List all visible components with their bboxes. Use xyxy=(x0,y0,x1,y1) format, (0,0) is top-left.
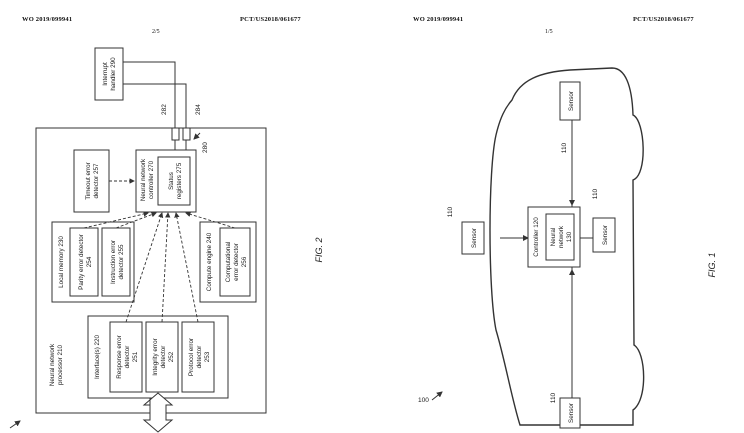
ref-282: 282 xyxy=(161,104,168,115)
ref-284: 284 xyxy=(195,104,202,115)
svg-text:256: 256 xyxy=(241,256,248,267)
svg-text:Parity error detector: Parity error detector xyxy=(78,234,85,290)
svg-text:Timeout error: Timeout error xyxy=(85,162,92,200)
controller-label: Controller 120 xyxy=(533,217,540,257)
compute-engine-label: Compute engine 240 xyxy=(206,232,213,291)
ref-110-top: 110 xyxy=(561,142,568,153)
computational-detector-label: Computational error detector 256 xyxy=(225,242,248,283)
ref-100: 100 xyxy=(418,397,429,404)
svg-text:Protocol error: Protocol error xyxy=(188,338,195,376)
svg-text:detector 255: detector 255 xyxy=(118,244,125,280)
instruction-detector-box xyxy=(101,227,131,297)
response-detector-label: Response error detector 251 xyxy=(116,335,139,378)
svg-text:handler 290: handler 290 xyxy=(110,57,117,91)
status-registers-box xyxy=(157,156,191,206)
svg-text:253: 253 xyxy=(204,351,211,362)
fig1-label: FIG. 1 xyxy=(707,252,717,277)
ref-110-right: 110 xyxy=(592,188,599,199)
svg-text:Computational: Computational xyxy=(225,242,232,283)
sensor-bottom: Sensor xyxy=(559,397,581,429)
wire-284 xyxy=(123,83,187,128)
bus-double-arrow-icon xyxy=(142,392,174,433)
ref-280: 280 xyxy=(202,142,209,153)
svg-text:Sensor: Sensor xyxy=(602,225,609,245)
svg-text:Integrity error: Integrity error xyxy=(152,338,159,375)
left-app-number: PCT/US2018/061677 xyxy=(240,16,301,23)
svg-text:251: 251 xyxy=(132,351,139,362)
sensor-top: Sensor xyxy=(559,81,581,121)
svg-text:Sensor: Sensor xyxy=(471,228,478,248)
svg-text:Response error: Response error xyxy=(116,335,123,378)
left-pub-number: WO 2019/099941 xyxy=(22,16,73,23)
svg-text:Interrupt: Interrupt xyxy=(102,62,109,86)
svg-text:Neural: Neural xyxy=(550,228,557,247)
right-sheet-number: 1/5 xyxy=(545,29,553,35)
sensor-left: Sensor xyxy=(461,221,485,255)
integrity-detector-label: Integrity error detector 252 xyxy=(152,338,175,375)
svg-text:controller 270: controller 270 xyxy=(148,160,155,199)
svg-text:130: 130 xyxy=(566,231,573,242)
svg-text:detector: detector xyxy=(124,346,131,369)
parity-detector-label: Parity error detector 254 xyxy=(78,234,93,290)
ref-110-left: 110 xyxy=(447,206,454,217)
svg-text:processor 210: processor 210 xyxy=(57,345,64,385)
svg-text:254: 254 xyxy=(86,256,93,267)
wire-282 xyxy=(123,61,176,128)
svg-text:error detector: error detector xyxy=(233,243,240,281)
computational-detector-box xyxy=(219,227,251,297)
svg-text:detector 257: detector 257 xyxy=(93,163,100,199)
neural-network-label: Neural network 130 xyxy=(550,225,573,248)
timeout-detector-box xyxy=(73,149,110,213)
svg-text:Status: Status xyxy=(168,172,175,190)
left-sheet-number: 2/5 xyxy=(152,29,160,35)
interfaces-label: Interface(s) 220 xyxy=(94,334,101,379)
protocol-detector-label: Protocol error detector 253 xyxy=(188,338,211,376)
protocol-detector-box xyxy=(181,321,215,393)
pin-284 xyxy=(182,127,191,141)
vehicle-outline xyxy=(489,67,645,426)
neural-network-box xyxy=(545,213,575,261)
svg-text:Sensor: Sensor xyxy=(568,91,575,111)
interrupt-handler-box xyxy=(94,47,124,101)
right-app-number: PCT/US2018/061677 xyxy=(633,16,694,23)
local-memory-label: Local memory 230 xyxy=(58,236,65,288)
timeout-detector-label: Timeout error detector 257 xyxy=(85,162,100,200)
status-registers-label: Status registers 275 xyxy=(168,162,183,199)
svg-text:Sensor: Sensor xyxy=(568,403,575,423)
nn-processor-label: Neural network processor 210 xyxy=(49,343,64,386)
svg-text:network: network xyxy=(558,225,565,248)
instruction-detector-label: Instruction error detector 255 xyxy=(110,240,125,284)
svg-text:Neural network: Neural network xyxy=(140,158,147,201)
svg-text:detector: detector xyxy=(196,346,203,369)
ref-110-bottom: 110 xyxy=(550,392,557,403)
nn-controller-label: Neural network controller 270 xyxy=(140,158,155,201)
sensor-right: Sensor xyxy=(592,217,616,253)
fig2-label: FIG. 2 xyxy=(314,237,324,262)
svg-text:detector: detector xyxy=(160,346,167,369)
svg-text:Instruction error: Instruction error xyxy=(110,240,117,284)
svg-text:Neural network: Neural network xyxy=(49,343,56,386)
svg-text:registers 275: registers 275 xyxy=(176,162,183,199)
interrupt-handler-label: Interrupt handler 290 xyxy=(102,57,117,91)
right-pub-number: WO 2019/099941 xyxy=(413,16,464,23)
svg-text:252: 252 xyxy=(168,351,175,362)
pin-282 xyxy=(171,127,180,141)
